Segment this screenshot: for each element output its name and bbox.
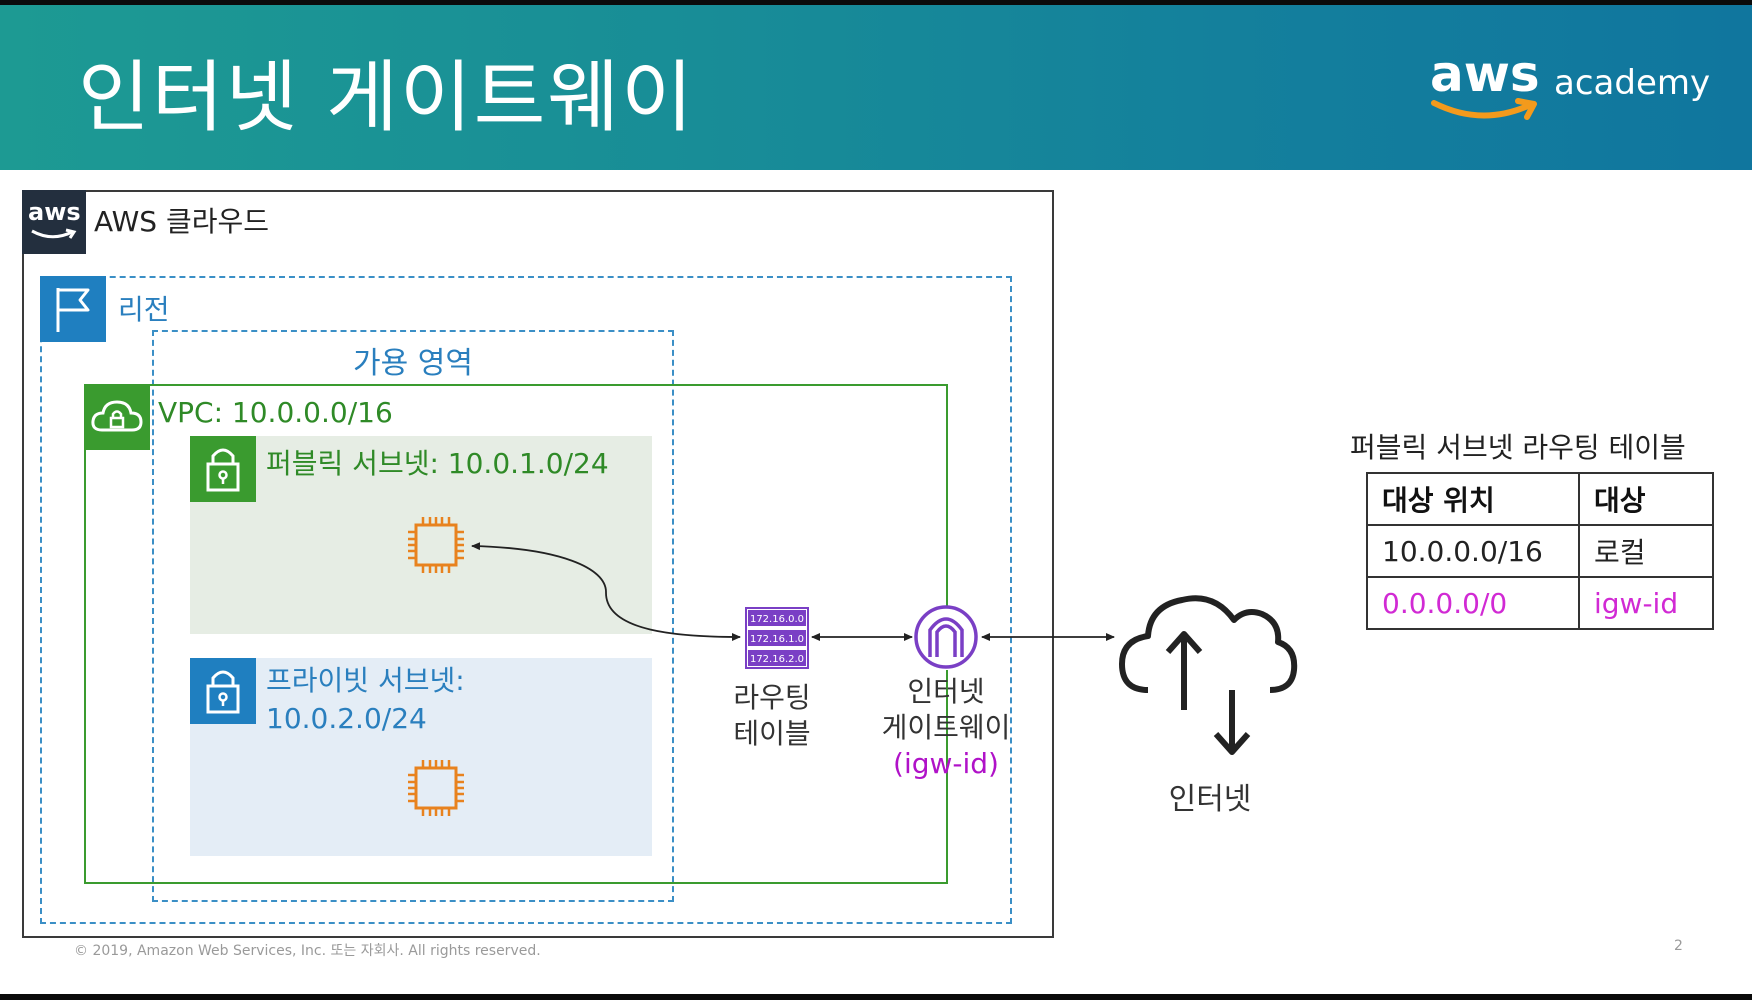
bottom-bar (0, 994, 1752, 1000)
availability-zone-label: 가용 영역 (353, 346, 473, 381)
header-target: 대상 (1578, 472, 1714, 526)
route-entry-1: 172.16.0.0 (750, 614, 804, 625)
route-table-label: 라우팅 테이블 (712, 680, 832, 752)
logo-academy-text: academy (1554, 63, 1711, 103)
aws-cloud-group (22, 190, 1054, 938)
table-row: 0.0.0.0/0 igw-id (1366, 576, 1714, 630)
route-table-icon: 172.16.0.0 172.16.1.0 172.16.2.0 (745, 607, 809, 669)
igw-label-line2: 게이트웨이 (881, 711, 1011, 744)
vpc-cloud-lock-icon (84, 384, 150, 450)
ec2-chip-icon (408, 517, 464, 573)
route-table-label-line1: 라우팅 (733, 681, 811, 714)
slide-header: 인터넷 게이트웨이 aws academy (0, 5, 1752, 170)
region-flag-icon (40, 276, 106, 342)
subnet-lock-icon (190, 658, 256, 724)
cell-target: igw-id (1578, 576, 1714, 630)
copyright-footer: © 2019, Amazon Web Services, Inc. 또는 자회사… (74, 943, 541, 959)
subnet-lock-icon (190, 436, 256, 502)
route-entry-3: 172.16.2.0 (750, 654, 804, 665)
private-subnet-label: 프라이빗 서브넷: 10.0.2.0/24 (266, 662, 465, 738)
region-group (40, 276, 1012, 924)
header-destination: 대상 위치 (1366, 472, 1580, 526)
aws-academy-logo: aws academy (1430, 45, 1710, 135)
aws-cloud-label: AWS 클라우드 (94, 205, 270, 238)
cell-destination: 10.0.0.0/16 (1366, 524, 1580, 578)
internet-gateway-icon (914, 605, 978, 670)
top-bar (0, 0, 1752, 5)
aws-logo-icon: aws (22, 190, 86, 254)
route-to-ec2-connector (471, 542, 741, 641)
internet-gateway-label: 인터넷 게이트웨이 (igw-id) (876, 674, 1016, 782)
ec2-chip-icon (408, 760, 464, 816)
internet-cloud-icon (1119, 595, 1298, 755)
public-subnet-route-table: 대상 위치 대상 10.0.0.0/16 로컬 0.0.0.0/0 igw-id (1366, 472, 1714, 630)
private-subnet-label-line1: 프라이빗 서브넷: (266, 664, 465, 697)
aws-smile-icon (1431, 98, 1537, 120)
table-header-row: 대상 위치 대상 (1366, 472, 1714, 526)
route-table-label-line2: 테이블 (733, 717, 811, 750)
slide-title: 인터넷 게이트웨이 (78, 53, 695, 143)
private-subnet-label-line2: 10.0.2.0/24 (266, 702, 427, 735)
private-subnet-group (190, 658, 652, 856)
table-row: 10.0.0.0/16 로컬 (1366, 524, 1714, 578)
igw-label-id: (igw-id) (893, 747, 999, 780)
internet-label: 인터넷 (1168, 782, 1252, 817)
cell-destination: 0.0.0.0/0 (1366, 576, 1580, 630)
region-label: 리전 (118, 293, 170, 326)
page-number: 2 (1674, 938, 1683, 954)
logo-aws-text: aws (1430, 45, 1540, 103)
cell-target: 로컬 (1578, 524, 1714, 578)
route-entry-2: 172.16.1.0 (750, 634, 804, 645)
vpc-label: VPC: 10.0.0.0/16 (158, 396, 393, 429)
public-subnet-label: 퍼블릭 서브넷: 10.0.1.0/24 (266, 447, 609, 480)
route-table-title: 퍼블릭 서브넷 라우팅 테이블 (1350, 431, 1686, 464)
aws-badge-smile-icon (31, 228, 77, 239)
igw-label-line1: 인터넷 (907, 675, 985, 708)
